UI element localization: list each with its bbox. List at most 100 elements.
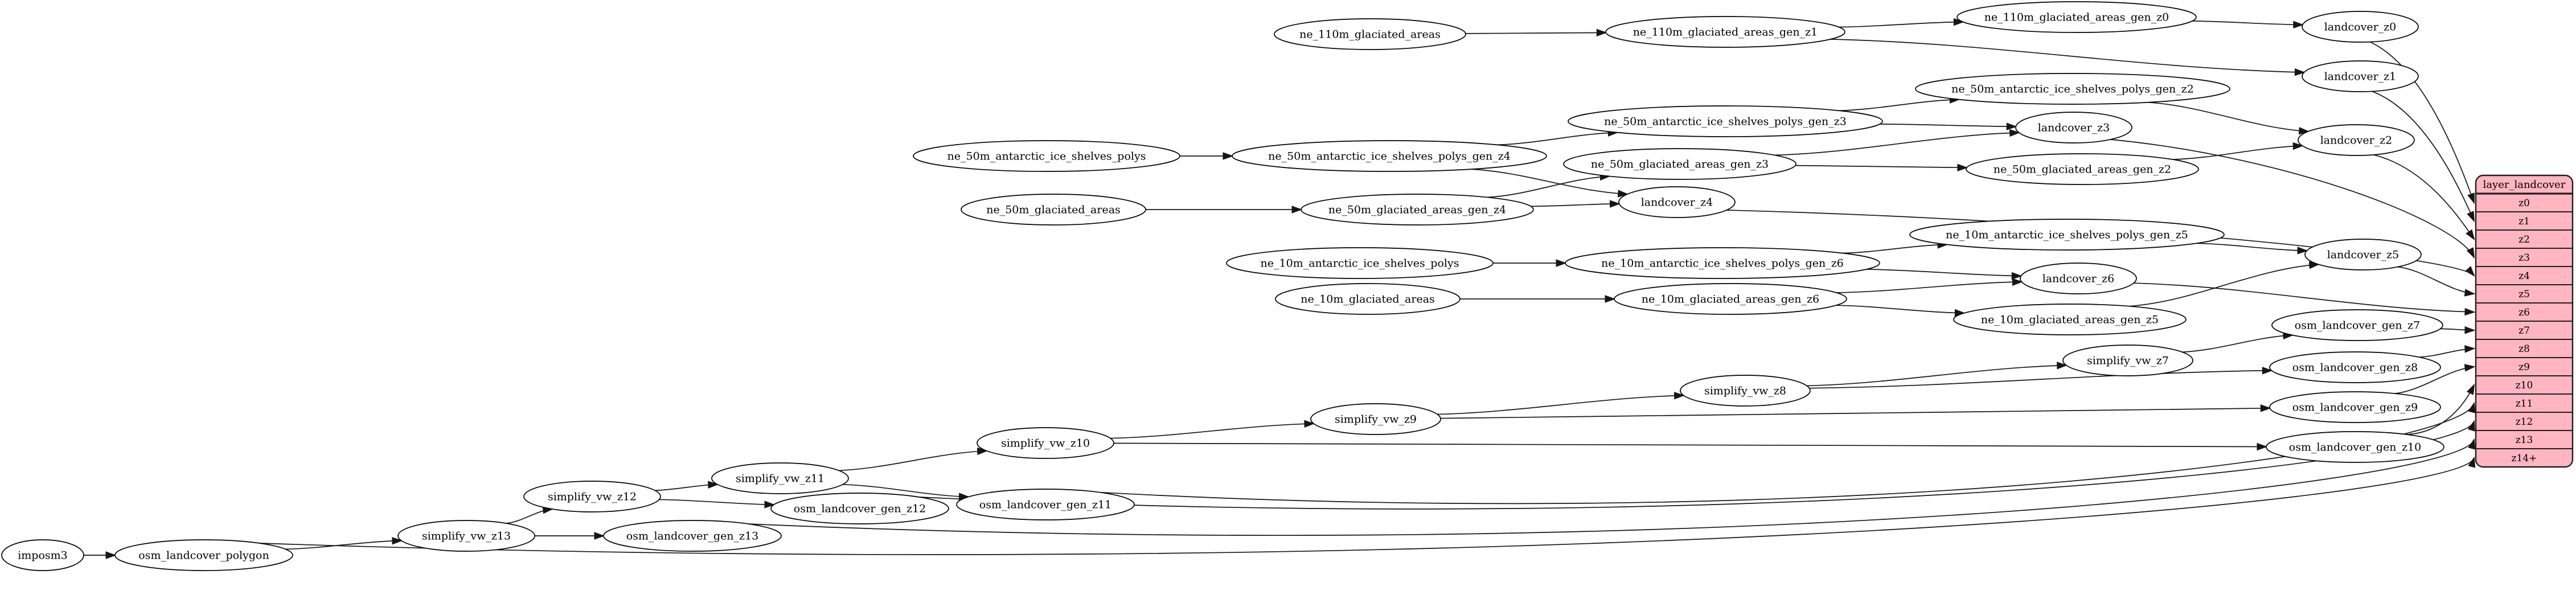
layer-table-row-z6: z6: [2518, 307, 2530, 318]
node-ellipse-simplify_vw_z9: [1310, 403, 1441, 435]
edge-landcover_z6-to-row-z6: [2134, 282, 2476, 316]
node-ne_10m_antarctic_ice_shelves_polys: ne_10m_antarctic_ice_shelves_polys: [1226, 247, 1494, 279]
edge-ne_50m_antarctic_ice_shelves_polys_gen_z3-to-ne_50m_antarctic_ice_shelves_polys_gen_z2: [1839, 96, 1960, 112]
edges-layer: [83, 18, 2476, 559]
node-ellipse-osm_landcover_polygon: [114, 539, 293, 571]
node-ellipse-ne_50m_glaciated_areas_gen_z2: [1966, 153, 2199, 185]
node-osm_landcover_gen_z12: osm_landcover_gen_z12: [770, 493, 949, 524]
node-ellipse-landcover_z0: [2302, 11, 2419, 43]
edge-ne_10m_glaciated_areas_gen_z6-to-ne_10m_glaciated_areas_gen_z5: [1836, 305, 1966, 317]
node-landcover_z5: landcover_z5: [2304, 239, 2422, 270]
node-label-simplify_vw_z9: simplify_vw_z9: [1335, 413, 1417, 426]
edge-simplify_vw_z11-to-osm_landcover_gen_z11: [842, 483, 970, 501]
edge-simplify_vw_z8-to-simplify_vw_z7: [1807, 362, 2068, 387]
node-ellipse-ne_10m_antarctic_ice_shelves_polys_gen_z6: [1565, 247, 1880, 279]
node-label-osm_landcover_gen_z12: osm_landcover_gen_z12: [794, 503, 926, 515]
node-label-ne_110m_glaciated_areas_gen_z0: ne_110m_glaciated_areas_gen_z0: [1984, 11, 2169, 24]
node-label-landcover_z3: landcover_z3: [2038, 122, 2110, 134]
node-ne_110m_glaciated_areas_gen_z1: ne_110m_glaciated_areas_gen_z1: [1605, 16, 1845, 48]
node-osm_landcover_gen_z11: osm_landcover_gen_z11: [956, 489, 1135, 520]
node-ellipse-ne_50m_glaciated_areas_gen_z4: [1301, 194, 1534, 225]
layer-table-row-z11: z11: [2516, 398, 2533, 409]
edge-landcover_z2-to-row-z2: [2373, 154, 2475, 241]
node-ellipse-landcover_z4: [1618, 186, 1736, 218]
node-ne_50m_glaciated_areas_gen_z4: ne_50m_glaciated_areas_gen_z4: [1301, 194, 1534, 225]
edge-landcover_z0-to-row-z0: [2369, 41, 2475, 204]
node-landcover_z4: landcover_z4: [1618, 186, 1736, 218]
edge-ne_10m_antarctic_ice_shelves_polys_gen_z6-to-landcover_z6: [1866, 269, 2023, 280]
node-ellipse-simplify_vw_z11: [711, 462, 849, 494]
node-ellipse-ne_10m_antarctic_ice_shelves_polys_gen_z5: [1909, 219, 2225, 251]
node-label-osm_landcover_gen_z8: osm_landcover_gen_z8: [2292, 362, 2418, 374]
node-label-landcover_z5: landcover_z5: [2327, 249, 2399, 261]
edge-ne_10m_glaciated_areas_gen_z6-to-landcover_z6: [1836, 278, 2023, 293]
node-label-ne_10m_antarctic_ice_shelves_polys: ne_10m_antarctic_ice_shelves_polys: [1261, 257, 1459, 270]
edge-ne_50m_glaciated_areas_gen_z3-to-ne_50m_glaciated_areas_gen_z2: [1795, 163, 1968, 172]
edge-osm_landcover_polygon-to-row-z14-: [260, 456, 2475, 555]
node-label-osm_landcover_gen_z7: osm_landcover_gen_z7: [2295, 319, 2420, 332]
edge-simplify_vw_z10-to-osm_landcover_gen_z10: [1113, 442, 2268, 451]
edge-simplify_vw_z9-to-simplify_vw_z8: [1437, 392, 1685, 415]
layer-table-row-z12: z12: [2516, 416, 2533, 428]
node-ne_50m_glaciated_areas_gen_z3: ne_50m_glaciated_areas_gen_z3: [1563, 148, 1796, 180]
edge-simplify_vw_z7-to-osm_landcover_gen_z7: [2182, 331, 2294, 353]
node-label-ne_50m_glaciated_areas_gen_z2: ne_50m_glaciated_areas_gen_z2: [1993, 163, 2171, 176]
edge-simplify_vw_z11-to-simplify_vw_z10: [839, 447, 988, 471]
node-ellipse-osm_landcover_gen_z11: [956, 489, 1135, 520]
node-label-landcover_z0: landcover_z0: [2324, 21, 2397, 34]
node-ne_10m_glaciated_areas_gen_z5: ne_10m_glaciated_areas_gen_z5: [1953, 304, 2187, 335]
edge-ne_10m_glaciated_areas_gen_z5-to-landcover_z5: [2129, 261, 2320, 307]
node-ne_50m_glaciated_areas: ne_50m_glaciated_areas: [961, 194, 1146, 225]
node-label-simplify_vw_z11: simplify_vw_z11: [736, 473, 825, 485]
node-ne_50m_antarctic_ice_shelves_polys_gen_z3: ne_50m_antarctic_ice_shelves_polys_gen_z…: [1568, 105, 1883, 137]
node-ellipse-simplify_vw_z8: [1680, 375, 1811, 407]
node-label-simplify_vw_z10: simplify_vw_z10: [1001, 437, 1090, 450]
layer-table-row-z1: z1: [2518, 216, 2530, 227]
node-simplify_vw_z13: simplify_vw_z13: [397, 520, 535, 552]
node-landcover_z1: landcover_z1: [2302, 60, 2419, 92]
node-simplify_vw_z11: simplify_vw_z11: [711, 462, 849, 494]
edge-ne_110m_glaciated_areas_gen_z1-to-ne_110m_glaciated_areas_gen_z0: [1839, 18, 1964, 28]
layer-table-row-z10: z10: [2516, 380, 2533, 391]
node-ne_10m_glaciated_areas: ne_10m_glaciated_areas: [1275, 283, 1461, 315]
layer-table-row-z5: z5: [2518, 289, 2530, 300]
node-label-ne_110m_glaciated_areas_gen_z1: ne_110m_glaciated_areas_gen_z1: [1633, 26, 1818, 39]
edge-simplify_vw_z12-to-simplify_vw_z11: [655, 481, 719, 491]
layer-table-row-z13: z13: [2516, 434, 2533, 446]
node-label-ne_10m_glaciated_areas_gen_z5: ne_10m_glaciated_areas_gen_z5: [1981, 314, 2159, 326]
node-osm_landcover_gen_z13: osm_landcover_gen_z13: [603, 520, 782, 552]
node-ellipse-ne_10m_glaciated_areas_gen_z6: [1614, 283, 1847, 315]
node-label-simplify_vw_z7: simplify_vw_z7: [2087, 355, 2169, 367]
edge-landcover_z4-to-row-z4: [1726, 210, 2475, 277]
edge-ne_50m_antarctic_ice_shelves_polys_gen_z2-to-landcover_z2: [2147, 101, 2310, 135]
node-ellipse-osm_landcover_gen_z12: [770, 493, 949, 524]
node-ellipse-osm_landcover_gen_z13: [603, 520, 782, 552]
node-simplify_vw_z10: simplify_vw_z10: [977, 427, 1114, 459]
edge-osm_landcover_gen_z13-to-row-z13: [748, 438, 2475, 536]
node-ellipse-ne_110m_glaciated_areas_gen_z1: [1605, 16, 1845, 48]
node-osm_landcover_gen_z8: osm_landcover_gen_z8: [2269, 351, 2441, 383]
node-label-ne_10m_glaciated_areas_gen_z6: ne_10m_glaciated_areas_gen_z6: [1642, 293, 1819, 306]
node-label-imposm3: imposm3: [18, 550, 68, 562]
layer-table-row-z0: z0: [2518, 198, 2530, 209]
node-osm_landcover_gen_z9: osm_landcover_gen_z9: [2269, 391, 2441, 423]
node-ne_50m_antarctic_ice_shelves_polys_gen_z2: ne_50m_antarctic_ice_shelves_polys_gen_z…: [1915, 73, 2230, 105]
edge-simplify_vw_z10-to-simplify_vw_z9: [1110, 420, 1315, 439]
node-osm_landcover_gen_z10: osm_landcover_gen_z10: [2266, 431, 2444, 463]
node-ellipse-imposm3: [1, 539, 84, 571]
node-ellipse-ne_50m_antarctic_ice_shelves_polys_gen_z4: [1232, 140, 1547, 172]
node-ellipse-ne_10m_glaciated_areas: [1275, 283, 1461, 315]
layer-table-row-z7: z7: [2518, 325, 2530, 337]
node-label-ne_50m_antarctic_ice_shelves_polys_gen_z3: ne_50m_antarctic_ice_shelves_polys_gen_z…: [1604, 116, 1847, 128]
node-ellipse-landcover_z3: [2015, 112, 2132, 143]
node-ellipse-ne_50m_antarctic_ice_shelves_polys_gen_z2: [1915, 73, 2230, 105]
node-imposm3: imposm3: [1, 539, 84, 571]
edge-osm_landcover_gen_z7-to-row-z7: [2440, 326, 2476, 334]
node-label-ne_10m_antarctic_ice_shelves_polys_gen_z5: ne_10m_antarctic_ice_shelves_polys_gen_z…: [1946, 229, 2188, 241]
node-osm_landcover_polygon: osm_landcover_polygon: [114, 539, 293, 571]
edge-ne_50m_glaciated_areas_gen_z4-to-landcover_z4: [1531, 200, 1621, 208]
node-ellipse-landcover_z6: [2020, 263, 2137, 294]
node-label-landcover_z6: landcover_z6: [2042, 273, 2115, 285]
node-label-ne_10m_glaciated_areas: ne_10m_glaciated_areas: [1301, 293, 1435, 306]
node-ellipse-ne_110m_glaciated_areas: [1274, 18, 1466, 50]
